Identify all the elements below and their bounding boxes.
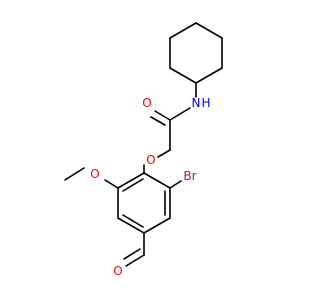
bond <box>195 22 223 39</box>
molecule-structure: N H O O Br O O <box>64 22 223 278</box>
bond <box>122 178 144 192</box>
aldehyde-oxygen-label: O <box>113 264 122 278</box>
bond <box>154 110 171 121</box>
ether-oxygen-label: O <box>146 153 155 167</box>
bond <box>64 167 85 181</box>
bond <box>117 217 145 234</box>
nitrogen-hydrogen-label: H <box>201 96 210 110</box>
carbonyl-oxygen-label: O <box>142 96 151 110</box>
bond <box>122 214 144 228</box>
benzene-ring <box>117 172 171 234</box>
bond <box>104 179 119 189</box>
bond <box>195 67 223 84</box>
bond <box>123 248 141 260</box>
bond <box>169 180 182 189</box>
amide-linker <box>150 82 197 158</box>
bond <box>157 149 171 158</box>
bond <box>169 22 197 39</box>
cyclohexyl-ring <box>169 22 223 84</box>
bond <box>143 217 171 234</box>
bromine-atom-label: Br <box>183 169 196 183</box>
bond <box>143 172 171 189</box>
bond <box>169 67 197 84</box>
bond <box>150 116 166 126</box>
bond <box>125 254 145 267</box>
substituents <box>64 164 182 267</box>
bond <box>117 172 145 189</box>
nitrogen-atom-label: N <box>192 96 201 110</box>
methoxy-oxygen-label: O <box>90 167 99 181</box>
bond <box>169 107 191 121</box>
atom-labels: N H O O Br O O <box>90 96 210 278</box>
